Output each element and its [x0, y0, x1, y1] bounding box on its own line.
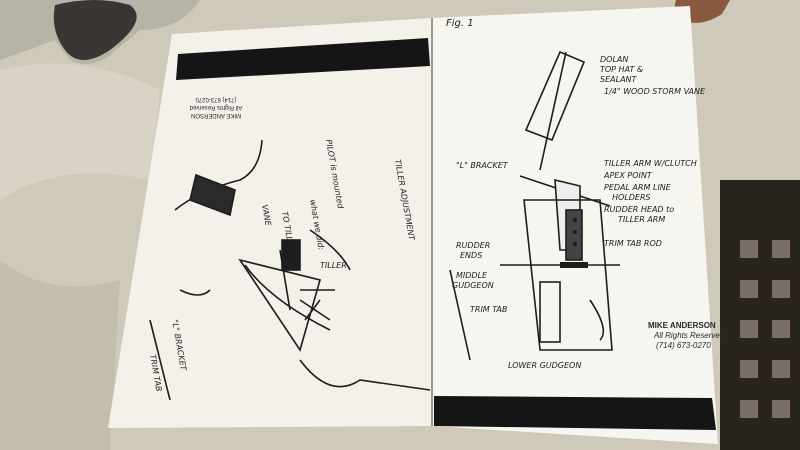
left-credit-name: MIKE ANDERSON	[191, 112, 241, 118]
label-trim-tab: TRIM TAB	[470, 305, 507, 314]
right-page-marks	[560, 218, 588, 268]
label-middle-gudgeon: MIDDLE	[456, 271, 488, 280]
label-rudder-ends-2: ENDS	[460, 251, 482, 260]
left-page-notes: what we did: PILOT is mounted TILLER ADJ…	[148, 139, 416, 392]
label-tiller-arm-clutch: TILLER ARM W/CLUTCH	[604, 159, 697, 168]
right-page-credit: MIKE ANDERSON All Rights Reserved (714) …	[648, 321, 725, 350]
right-page-labels: Fig. 1 DOLAN TOP HAT & SEALANT 1/4" WOOD…	[446, 18, 706, 370]
label-lower-gudgeon: LOWER GUDGEON	[508, 361, 581, 370]
right-credit-phone: (714) 673-0270	[656, 341, 711, 350]
label-holders: HOLDERS	[612, 193, 651, 202]
right-credit-rights: All Rights Reserved	[653, 331, 725, 340]
label-pedal-arm-line: PEDAL ARM LINE	[604, 183, 672, 192]
label-tiller-arm: TILLER ARM	[618, 215, 665, 224]
left-page-credit: MIKE ANDERSON All Rights Reserved (714) …	[190, 96, 243, 118]
label-storm-vane: 1/4" WOOD STORM VANE	[604, 87, 706, 96]
label-middle-gudgeon-2: GUDGEON	[452, 281, 494, 290]
left-credit-phone: (714) 673-0270	[195, 96, 237, 102]
left-page-black-bar	[176, 38, 430, 80]
label-sealant: SEALANT	[600, 75, 638, 84]
storm-vane	[524, 50, 586, 142]
right-page-black-bar	[434, 396, 716, 430]
right-credit-name: MIKE ANDERSON	[648, 321, 716, 330]
left-note-vane: VANE	[260, 204, 273, 228]
label-dolan: DOLAN	[600, 55, 628, 64]
left-note-tiller: TILLER	[320, 261, 347, 270]
dark-object	[53, 0, 137, 60]
label-l-bracket: "L" BRACKET	[456, 161, 509, 170]
rudder-blade	[523, 199, 613, 351]
fig-label: Fig. 1	[446, 18, 474, 29]
rudder-head	[565, 209, 583, 261]
label-rudder-ends: RUDDER	[456, 241, 490, 250]
cloth-fold	[0, 63, 160, 201]
left-page-sketch	[149, 139, 431, 401]
label-top-hat: TOP HAT &	[600, 65, 643, 74]
left-page	[108, 18, 432, 428]
cloth-shadow	[0, 260, 120, 450]
label-rudder-head: RUDDER HEAD to	[604, 205, 674, 214]
left-credit-rights: All Rights Reserved	[190, 104, 243, 110]
label-apex-point: APEX POINT	[603, 171, 653, 180]
label-trim-tab-rod: TRIM TAB ROD	[604, 239, 662, 248]
lattice-holes	[740, 240, 790, 418]
